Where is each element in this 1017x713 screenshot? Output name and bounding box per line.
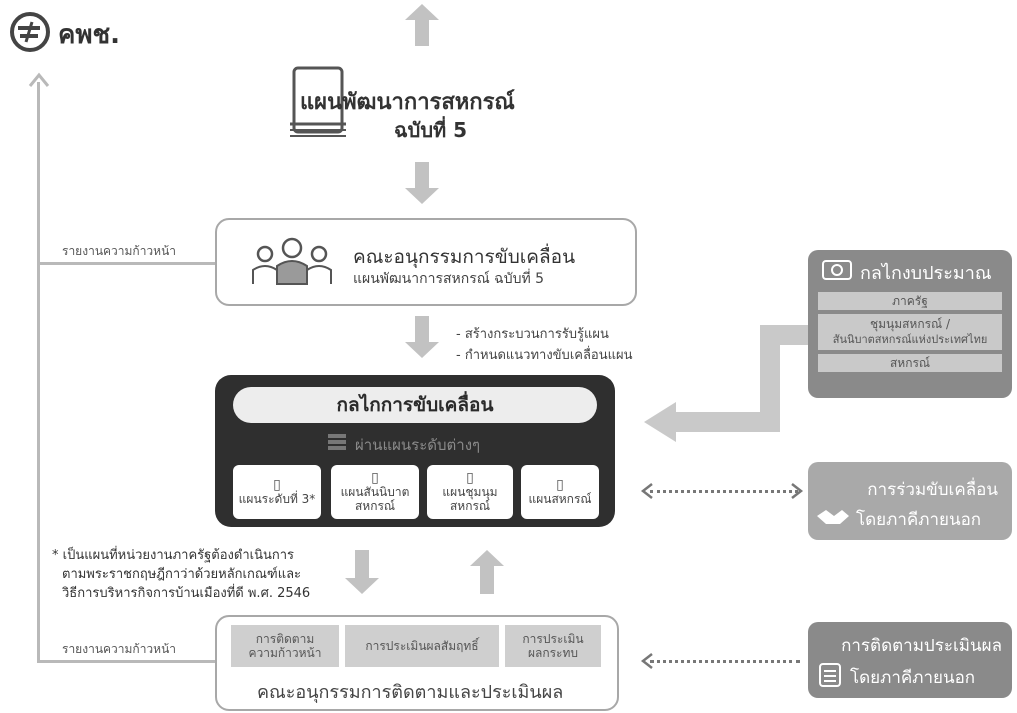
budget-item: สหกรณ์ bbox=[818, 354, 1002, 372]
arrow-right-icon bbox=[791, 483, 804, 499]
plan-edition: ฉบับที่ 5 bbox=[394, 118, 468, 142]
evaluation-cell-label: การติดตาม bbox=[255, 632, 315, 646]
drive-committee-box: คณะอนุกรรมการขับเคลื่อน แผนพัฒนาการสหกรณ… bbox=[215, 218, 637, 306]
plan-card-label: แผนสันนิบาต bbox=[340, 485, 410, 499]
plan-title: แผนพัฒนาการสหกรณ์ bbox=[300, 90, 515, 115]
plan-card-label: แผนสหกรณ์ bbox=[528, 492, 592, 506]
budget-arrow bbox=[672, 412, 780, 432]
arrow-left-icon bbox=[640, 483, 653, 499]
evaluation-cell-label: ความก้าวหน้า bbox=[248, 646, 322, 660]
footnote-line: วิธีการบริหารกิจการบ้านเมืองที่ดี พ.ศ. 2… bbox=[62, 586, 311, 601]
external-eval-subtitle: โดยภาคีภายนอก bbox=[850, 668, 976, 688]
people-icon bbox=[252, 237, 332, 285]
arrow-up-icon bbox=[28, 72, 50, 87]
drive-committee-title: คณะอนุกรรมการขับเคลื่อน bbox=[353, 246, 576, 268]
arrow-up-top-icon bbox=[405, 4, 439, 46]
book-icon bbox=[290, 66, 346, 137]
report-label-bottom: รายงานความก้าวหน้า bbox=[62, 642, 177, 656]
mechanism-title: กลไกการขับเคลื่อน bbox=[233, 387, 597, 423]
money-icon bbox=[822, 260, 852, 280]
dashed-connector bbox=[650, 490, 798, 493]
plan-card-label: แผนระดับที่ 3* bbox=[238, 492, 316, 506]
arrow-left-icon bbox=[644, 402, 676, 442]
dashed-connector bbox=[650, 660, 800, 663]
stack-icon bbox=[328, 434, 346, 450]
arrow-left-icon bbox=[640, 653, 653, 669]
report-line-top bbox=[37, 262, 215, 265]
logo-icon bbox=[10, 12, 50, 52]
plan-card: ▯ แผนสันนิบาต สหกรณ์ bbox=[331, 465, 419, 519]
evaluation-cell: การประเมิน ผลกระทบ bbox=[505, 625, 601, 667]
budget-item: ชุมนุมสหกรณ์ / สันนิบาตสหกรณ์แห่งประเทศไ… bbox=[818, 314, 1002, 350]
handshake-icon bbox=[817, 510, 849, 524]
document-icon: ▯ bbox=[371, 470, 379, 486]
document-icon: ▯ bbox=[466, 470, 474, 486]
plan-card: ▯ แผนระดับที่ 3* bbox=[233, 465, 321, 519]
budget-arrow bbox=[760, 325, 780, 425]
arrow-down-icon bbox=[405, 316, 439, 358]
plan-card-label: แผนชุมนุม bbox=[442, 485, 498, 499]
report-line-bottom bbox=[37, 660, 215, 663]
evaluation-cell-label: ผลกระทบ bbox=[527, 646, 579, 660]
footnote-line: ตามพระราชกฤษฎีกาว่าด้วยหลักเกณฑ์และ bbox=[62, 567, 302, 582]
external-drive-title: การร่วมขับเคลื่อน bbox=[867, 480, 998, 500]
evaluation-cell: การติดตาม ความก้าวหน้า bbox=[231, 625, 339, 667]
plan-section: แผนพัฒนาการสหกรณ์ ฉบับที่ 5 bbox=[288, 66, 588, 156]
logo-text: คพช. bbox=[58, 20, 121, 50]
mechanism-subtitle: ผ่านแผนระดับต่างๆ bbox=[355, 436, 481, 454]
budget-item-line: สันนิบาตสหกรณ์แห่งประเทศไทย bbox=[832, 333, 988, 346]
arrow-down-icon bbox=[345, 550, 379, 594]
drive-committee-subtitle: แผนพัฒนาการสหกรณ์ ฉบับที่ 5 bbox=[353, 271, 545, 287]
external-drive-subtitle: โดยภาคีภายนอก bbox=[856, 510, 982, 530]
arrow-up-icon bbox=[470, 550, 504, 594]
external-drive-block: การร่วมขับเคลื่อน โดยภาคีภายนอก bbox=[808, 462, 1012, 540]
external-eval-title: การติดตามประเมินผล bbox=[841, 636, 1002, 656]
evaluation-cell-label: การประเมิน bbox=[522, 632, 584, 646]
evaluation-cell-label: การประเมินผลสัมฤทธิ์ bbox=[365, 639, 479, 653]
evaluation-committee-title: คณะอนุกรรมการติดตามและประเมินผล bbox=[257, 682, 564, 703]
plan-card: ▯ แผนชุมนุม สหกรณ์ bbox=[427, 465, 513, 519]
budget-title: กลไกงบประมาณ bbox=[860, 263, 992, 284]
report-label-top: รายงานความก้าวหน้า bbox=[62, 244, 177, 258]
budget-item-line: ชุมนุมสหกรณ์ / bbox=[869, 317, 951, 331]
plan-card-label: สหกรณ์ bbox=[354, 499, 396, 513]
budget-item: ภาครัฐ bbox=[818, 292, 1002, 310]
document-icon: ▯ bbox=[556, 477, 564, 493]
external-eval-block: การติดตามประเมินผล โดยภาคีภายนอก bbox=[808, 622, 1012, 698]
checklist-icon bbox=[819, 663, 841, 687]
action-item: - สร้างกระบวนการรับรู้แผน bbox=[456, 327, 609, 342]
evaluation-cell: การประเมินผลสัมฤทธิ์ bbox=[345, 625, 499, 667]
plan-card-label: สหกรณ์ bbox=[449, 499, 491, 513]
arrow-down-icon bbox=[405, 162, 439, 204]
footnote-line: * เป็นแผนที่หน่วยงานภาครัฐต้องดำเนินการ bbox=[52, 548, 295, 563]
action-item: - กำหนดแนวทางขับเคลื่อนแผน bbox=[456, 348, 633, 363]
document-icon: ▯ bbox=[273, 477, 281, 493]
plan-card: ▯ แผนสหกรณ์ bbox=[521, 465, 599, 519]
logo: คพช. bbox=[10, 12, 210, 52]
budget-block: กลไกงบประมาณ ภาครัฐ ชุมนุมสหกรณ์ / สันนิ… bbox=[808, 250, 1012, 398]
mechanism-panel: กลไกการขับเคลื่อน ผ่านแผนระดับต่างๆ ▯ แผ… bbox=[215, 375, 615, 527]
feedback-line bbox=[37, 82, 40, 662]
evaluation-committee-box: การติดตาม ความก้าวหน้า การประเมินผลสัมฤท… bbox=[215, 615, 619, 711]
